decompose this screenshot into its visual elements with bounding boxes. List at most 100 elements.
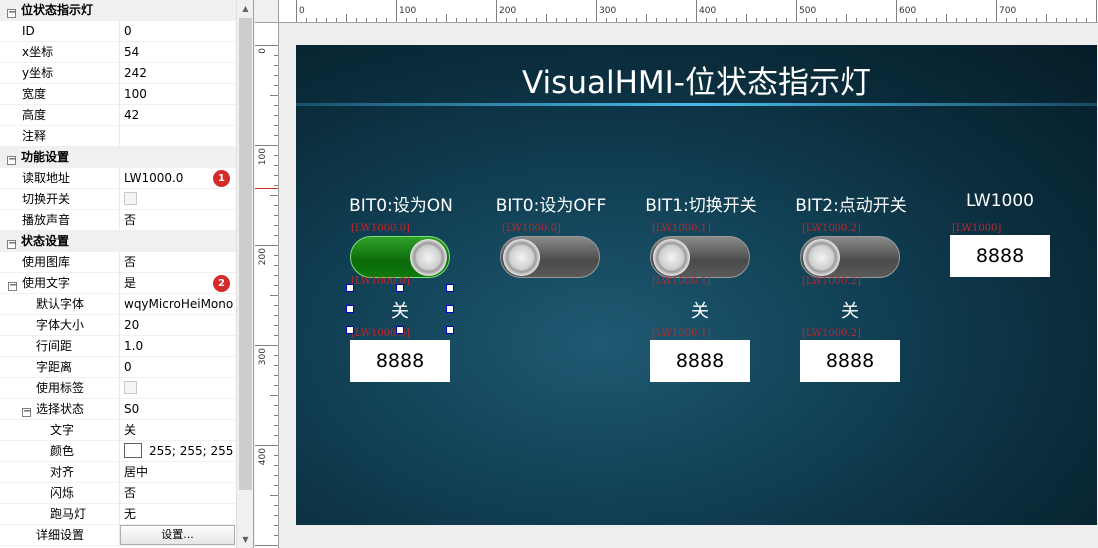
property-row[interactable]: 详细设置设置...: [0, 525, 236, 546]
selection-handle[interactable]: [346, 284, 354, 292]
ruler-tick: [876, 18, 877, 22]
hmi-canvas[interactable]: VisualHMI-位状态指示灯 BIT0:设为ON [LW1000.0] [L…: [296, 45, 1097, 525]
lw1000-numeric-display[interactable]: 8888: [950, 235, 1050, 277]
scrollbar-thumb[interactable]: [239, 18, 252, 490]
detail-settings-button[interactable]: 设置...: [120, 525, 235, 545]
property-value[interactable]: 是: [124, 273, 236, 294]
bit0-on-toggle-switch[interactable]: [350, 236, 450, 278]
ruler-tick: [486, 18, 487, 22]
bit0-off-toggle-switch[interactable]: [500, 236, 600, 278]
property-row[interactable]: 使用标签: [0, 378, 236, 399]
property-value[interactable]: 0: [124, 357, 236, 378]
property-label-text: 行间距: [36, 339, 73, 353]
property-row[interactable]: 行间距 1.0: [0, 336, 236, 357]
property-row[interactable]: 闪烁否: [0, 483, 236, 504]
property-label: x坐标: [0, 42, 120, 63]
property-row[interactable]: 对齐居中: [0, 462, 236, 483]
property-value[interactable]: S0: [124, 399, 236, 420]
property-row[interactable]: 注释: [0, 126, 236, 147]
ruler-tick: [966, 18, 967, 22]
property-value[interactable]: 242: [124, 63, 236, 84]
selection-handle[interactable]: [396, 284, 404, 292]
collapse-toggle-icon[interactable]: −: [8, 280, 18, 291]
bit2-state-text[interactable]: 关: [841, 301, 859, 322]
property-value[interactable]: 100: [124, 84, 236, 105]
property-row[interactable]: 跑马灯无: [0, 504, 236, 525]
property-label: 读取地址: [0, 168, 120, 189]
property-value[interactable]: 42: [124, 105, 236, 126]
checkbox[interactable]: [124, 192, 137, 205]
selection-handle[interactable]: [346, 305, 354, 313]
selection-handle[interactable]: [446, 326, 454, 334]
collapse-toggle-icon[interactable]: −: [7, 154, 17, 165]
bit0-on-state-text[interactable]: 关: [391, 301, 409, 322]
property-value[interactable]: 否: [124, 483, 236, 504]
property-scrollbar[interactable]: ▲ ▼: [236, 0, 253, 548]
bit0-on-numeric-display[interactable]: 8888: [350, 340, 450, 382]
property-value-text: 20: [124, 318, 140, 332]
property-value[interactable]: 54: [124, 42, 236, 63]
property-row[interactable]: 播放声音否: [0, 210, 236, 231]
ruler-tick: [426, 18, 427, 22]
ruler-label: 100: [258, 148, 268, 166]
property-value[interactable]: [124, 378, 236, 399]
selection-handle[interactable]: [446, 305, 454, 313]
bit2-numeric-display[interactable]: 8888: [800, 340, 900, 382]
property-value[interactable]: wqyMicroHeiMono: [124, 294, 236, 315]
property-value[interactable]: 20: [124, 315, 236, 336]
bit1-toggle-switch[interactable]: [650, 236, 750, 278]
property-value[interactable]: 255; 255; 255: [124, 441, 236, 462]
collapse-toggle-icon[interactable]: −: [7, 7, 17, 18]
ruler-tick: [274, 175, 278, 176]
bit0-off-heading: BIT0:设为OFF: [495, 196, 607, 216]
property-row[interactable]: 文字关: [0, 420, 236, 441]
ruler-corner: [255, 0, 279, 23]
ruler-tick: [936, 18, 937, 22]
scroll-up-arrow-icon[interactable]: ▲: [242, 4, 249, 13]
property-group-header[interactable]: −功能设置: [0, 147, 236, 168]
property-value[interactable]: LW1000.0: [124, 168, 236, 189]
bit1-state-text[interactable]: 关: [691, 301, 709, 322]
property-value[interactable]: [124, 126, 236, 147]
property-label-text: 状态设置: [21, 234, 70, 248]
property-value[interactable]: 无: [124, 504, 236, 525]
bit0-off-switch-tag: [LW1000.0]: [502, 223, 561, 234]
property-value[interactable]: 1.0: [124, 336, 236, 357]
property-row[interactable]: 切换开关: [0, 189, 236, 210]
selection-handle[interactable]: [346, 326, 354, 334]
bit1-numeric-display[interactable]: 8888: [650, 340, 750, 382]
scroll-down-arrow-icon[interactable]: ▼: [242, 535, 249, 544]
property-row[interactable]: 使用图库否: [0, 252, 236, 273]
ruler-tick: [496, 0, 497, 22]
ruler-tick: [255, 145, 278, 146]
property-value[interactable]: 居中: [124, 462, 236, 483]
checkbox[interactable]: [124, 381, 137, 394]
selection-handle[interactable]: [446, 284, 454, 292]
collapse-toggle-icon[interactable]: −: [7, 238, 17, 249]
property-value[interactable]: 关: [124, 420, 236, 441]
property-value[interactable]: 否: [124, 210, 236, 231]
property-value[interactable]: 0: [124, 21, 236, 42]
property-value[interactable]: [124, 189, 236, 210]
property-group-header[interactable]: −状态设置: [0, 231, 236, 252]
color-swatch[interactable]: [124, 443, 142, 458]
collapse-toggle-icon[interactable]: −: [22, 406, 32, 417]
bit2-toggle-switch[interactable]: [800, 236, 900, 278]
property-value[interactable]: 否: [124, 252, 236, 273]
ruler-tick: [270, 195, 278, 196]
selection-handle[interactable]: [396, 326, 404, 334]
property-group-header[interactable]: −位状态指示灯: [0, 0, 236, 21]
ruler-tick: [676, 18, 677, 22]
